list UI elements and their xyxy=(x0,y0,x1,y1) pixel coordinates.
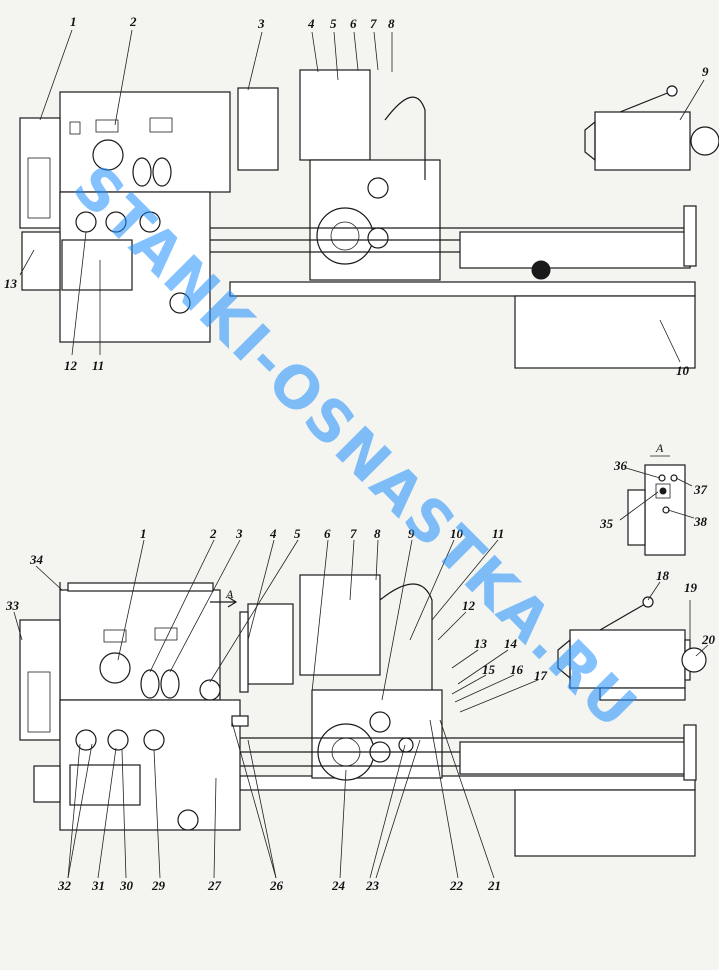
motor-left xyxy=(21,231,61,291)
top-callout-3: 3 xyxy=(257,16,265,31)
spindle-speed-dial-2 xyxy=(99,652,131,684)
top-callout-10: 10 xyxy=(676,363,690,378)
tool-post-top-2 xyxy=(299,574,381,676)
bottom-callout-27: 27 xyxy=(207,878,222,893)
bottom-view-lathe xyxy=(19,574,707,857)
motor-housing xyxy=(61,239,133,291)
top-callout-8: 8 xyxy=(388,16,395,31)
tailstock xyxy=(594,111,691,171)
bottom-callout-11: 11 xyxy=(492,526,504,541)
rail-right-2 xyxy=(459,741,691,775)
chuck-guard-2 xyxy=(247,603,294,685)
bottom-callouts: 1 2 3 4 5 6 7 8 9 10 11 12 13 14 15 16 1… xyxy=(5,526,716,893)
bottom-callout-12: 12 xyxy=(462,598,476,613)
detail-callout-38: 38 xyxy=(693,514,708,529)
bottom-callout-19: 19 xyxy=(684,580,698,595)
top-callout-13: 13 xyxy=(4,276,18,291)
handwheel-apron xyxy=(316,207,374,265)
spindle-speed-dial xyxy=(92,139,124,171)
bottom-callout-20: 20 xyxy=(701,632,716,647)
rail-right xyxy=(459,231,691,269)
tailstock-2 xyxy=(569,629,686,689)
detail-callout-37: 37 xyxy=(693,482,708,497)
top-callout-12: 12 xyxy=(64,358,78,373)
bottom-callout-18: 18 xyxy=(656,568,670,583)
top-callout-7: 7 xyxy=(370,16,377,31)
bed-base xyxy=(229,281,696,297)
bottom-callout-5: 5 xyxy=(294,526,301,541)
bottom-callout-26: 26 xyxy=(269,878,284,893)
tailstock-handwheel xyxy=(690,126,719,156)
detail-callout-35: 35 xyxy=(599,516,614,531)
motor-guard xyxy=(19,117,61,229)
bottom-callout-21: 21 xyxy=(487,878,501,893)
tailstock-handwheel-2 xyxy=(681,647,707,673)
bottom-callout-leaders xyxy=(13,539,709,879)
top-callout-6: 6 xyxy=(350,16,357,31)
bottom-callout-23: 23 xyxy=(365,878,380,893)
detail-label: A xyxy=(655,441,664,455)
top-view-lathe xyxy=(19,69,719,369)
bottom-callout-8: 8 xyxy=(374,526,381,541)
chuck-guard xyxy=(237,87,279,171)
top-callout-4: 4 xyxy=(307,16,315,31)
bottom-callout-32: 32 xyxy=(57,878,72,893)
bottom-callout-7: 7 xyxy=(350,526,357,541)
bottom-callout-34: 34 xyxy=(29,552,44,567)
headstock-2 xyxy=(59,589,221,701)
bottom-callout-4: 4 xyxy=(269,526,277,541)
bottom-callout-33: 33 xyxy=(5,598,20,613)
tool-post-top xyxy=(299,69,371,161)
bottom-callout-30: 30 xyxy=(119,878,134,893)
motor-guard-2 xyxy=(19,619,61,741)
bed-leg-right-2 xyxy=(514,789,696,857)
top-callout-1: 1 xyxy=(70,14,77,29)
top-callout-5: 5 xyxy=(330,16,337,31)
bottom-callout-9: 9 xyxy=(408,526,415,541)
bed-base-2 xyxy=(239,775,696,791)
bottom-callout-17: 17 xyxy=(534,668,548,683)
bottom-callout-29: 29 xyxy=(151,878,166,893)
detail-callout-36: 36 xyxy=(613,458,628,473)
bottom-callout-13: 13 xyxy=(474,636,488,651)
bottom-callout-15: 15 xyxy=(482,662,496,677)
top-callout-11: 11 xyxy=(92,358,104,373)
section-arrow-label: A xyxy=(225,587,234,601)
bottom-callout-6: 6 xyxy=(324,526,331,541)
bottom-callout-31: 31 xyxy=(91,878,105,893)
bottom-callout-2: 2 xyxy=(209,526,217,541)
detail-view-a: A 36 37 35 38 xyxy=(599,441,708,556)
bed-leg-right xyxy=(514,295,696,369)
top-callout-leaders xyxy=(19,29,705,363)
bottom-callout-22: 22 xyxy=(449,878,464,893)
top-callouts: 1 2 3 4 5 6 7 8 9 10 11 12 13 xyxy=(4,14,709,378)
bottom-callout-14: 14 xyxy=(504,636,518,651)
top-callout-9: 9 xyxy=(702,64,709,79)
bottom-callout-1: 1 xyxy=(140,526,147,541)
bottom-callout-10: 10 xyxy=(450,526,464,541)
bottom-callout-24: 24 xyxy=(331,878,346,893)
top-callout-2: 2 xyxy=(129,14,137,29)
bottom-callout-3: 3 xyxy=(235,526,243,541)
bottom-callout-16: 16 xyxy=(510,662,524,677)
